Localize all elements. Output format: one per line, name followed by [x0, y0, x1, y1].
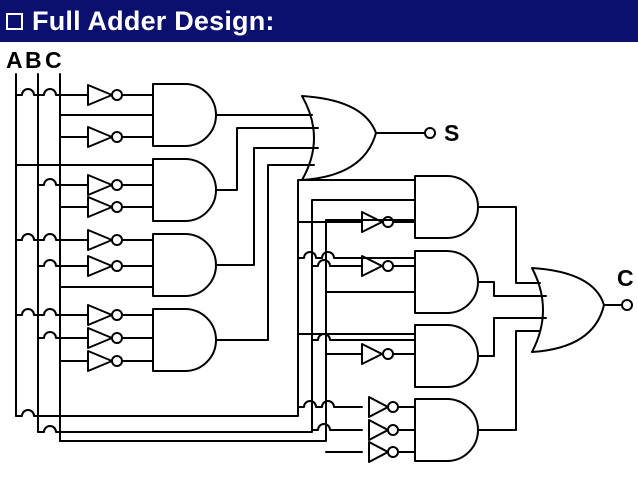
inverter — [87, 255, 113, 277]
and-gate-5 — [414, 175, 479, 239]
inverter — [87, 126, 113, 148]
and-gate-1 — [152, 83, 217, 147]
sum-or-wiring — [215, 114, 436, 341]
and-gate-8 — [414, 398, 479, 462]
carry-and-gates — [414, 175, 479, 462]
and-gate-3 — [152, 233, 217, 297]
sum-inverters — [87, 84, 154, 372]
hollow-square-bullet-icon — [6, 12, 23, 30]
inverter — [87, 229, 113, 251]
sum-and-gates — [152, 83, 217, 372]
and-gate-2 — [152, 158, 217, 222]
inverter — [368, 419, 389, 441]
input-label-b: B — [25, 47, 42, 73]
or-gate-sum — [301, 95, 377, 181]
carry-inverters — [354, 211, 416, 463]
inverter — [87, 196, 113, 218]
sum-output-terminal — [424, 127, 436, 139]
output-label-s: S — [444, 120, 459, 146]
inverter — [87, 327, 113, 349]
and-gate-7 — [414, 324, 479, 388]
carry-output-terminal — [621, 299, 633, 311]
inverter — [361, 211, 383, 233]
slide-title: Full Adder Design: — [32, 5, 275, 36]
output-label-c: C — [617, 265, 634, 291]
input-buses — [15, 73, 61, 442]
inverter — [361, 343, 383, 365]
input-label-c: C — [45, 47, 62, 73]
sum-input-wiring — [15, 88, 154, 362]
and-gate-6 — [414, 250, 479, 314]
slide-title-bar: Full Adder Design: — [0, 0, 638, 42]
carry-feed-wiring — [15, 179, 416, 453]
carry-or-wiring — [477, 206, 633, 431]
inverter — [87, 304, 113, 326]
inverter — [368, 441, 389, 463]
inverter — [368, 396, 389, 418]
or-gate-carry — [531, 267, 605, 353]
input-label-a: A — [6, 47, 23, 73]
inverter — [87, 84, 113, 106]
and-gate-4 — [152, 308, 217, 372]
inverter — [87, 350, 113, 372]
inverter — [87, 174, 113, 196]
